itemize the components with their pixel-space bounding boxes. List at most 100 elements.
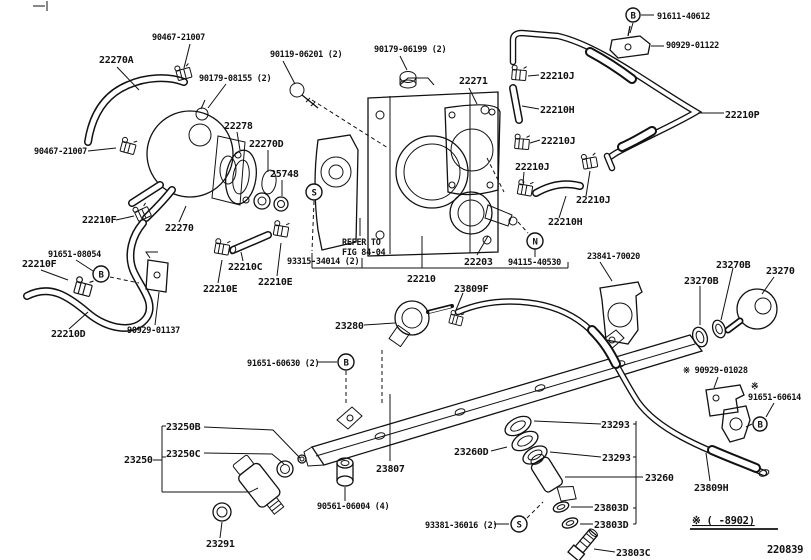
clamp-22210j-1 — [510, 64, 528, 82]
part-label: 23809H — [694, 483, 729, 494]
bracket-90929-01137-drawing — [145, 251, 169, 293]
part-label: 22210J — [515, 162, 549, 173]
clamp-22210j-2 — [513, 133, 531, 151]
part-label: 22210E — [258, 277, 293, 288]
part-label: 22270 — [165, 223, 194, 234]
part-label: 91611-40612 — [657, 12, 710, 22]
callout-s: S — [305, 183, 323, 201]
clamp-22210j-3 — [516, 178, 535, 197]
callout-b: B — [625, 7, 641, 23]
part-label: 22210J — [576, 195, 610, 206]
part-label: 23270 — [766, 266, 795, 277]
part-label: 23803D — [594, 520, 629, 531]
callout-b: B — [752, 416, 768, 432]
part-label: 23280 — [335, 321, 364, 332]
part-label: 22210J — [541, 136, 575, 147]
pipe-22210c-drawing — [229, 231, 272, 255]
part-label: 23291 — [206, 539, 235, 550]
part-label: 23270B — [684, 276, 719, 287]
part-label: 25748 — [270, 169, 299, 180]
part-label: 22210C — [228, 262, 263, 273]
part-label: 23293 — [601, 420, 630, 431]
bracket-23841-drawing — [599, 281, 643, 345]
hose-22270a-drawing — [84, 74, 188, 146]
part-label: 22210D — [51, 329, 86, 340]
damper-23270-drawing — [691, 288, 778, 348]
part-label: 22210P — [725, 110, 760, 121]
part-label: 22203 — [464, 257, 493, 268]
clamp-22210j-4 — [580, 151, 599, 170]
air-valve-drawing — [128, 99, 246, 222]
part-label: 22278 — [224, 121, 253, 132]
callout-b: B — [92, 265, 110, 283]
part-label: 22271 — [459, 76, 488, 87]
clamp-22210e-1 — [213, 237, 232, 256]
part-labels: 90467-21007 22270A 90179-08155 (2) 90119-06… — [22, 12, 803, 559]
part-label: 23250C — [166, 449, 201, 460]
part-label: 93315-34014 (2) — [287, 257, 359, 267]
part-label: 22210F — [82, 215, 117, 226]
part-label: 23260D — [454, 447, 489, 458]
callout-letter: S — [311, 189, 316, 199]
part-label: 91651-60614 — [748, 393, 801, 403]
leader-lines — [40, 14, 778, 553]
clamp-90467-left — [118, 136, 138, 156]
part-label: FIG 84-04 — [342, 248, 386, 258]
insulator-90561-drawing — [336, 457, 354, 487]
pressure-regulator-drawing — [388, 300, 454, 348]
fuel-rail-drawing — [303, 329, 704, 467]
part-label: 90467-21007 — [152, 33, 205, 43]
part-label: 22270D — [249, 139, 284, 150]
part-label: 94115-40530 — [508, 258, 561, 268]
part-label: 22210F — [22, 259, 57, 270]
part-label: 22270A — [99, 55, 134, 66]
hose-22210d-drawing — [23, 219, 154, 332]
callout-letter: B — [757, 421, 763, 431]
callout-letter: N — [532, 238, 537, 248]
hose-23809h-drawing — [454, 298, 770, 477]
callout-b: B — [337, 353, 355, 371]
part-label: REFER TO — [342, 238, 381, 248]
part-label: 22210 — [407, 274, 436, 285]
part-label: 91651-60630 (2) — [247, 359, 319, 369]
part-label: 22210E — [203, 284, 238, 295]
part-label: 90179-06199 (2) — [374, 45, 446, 55]
part-label: 23807 — [376, 464, 405, 475]
corner-mark — [33, 1, 48, 11]
part-label: 23841-70020 — [587, 252, 640, 262]
part-label: 90929-01137 — [127, 326, 180, 336]
cold-start-injector-drawing — [504, 415, 599, 560]
callout-s: S — [510, 515, 528, 533]
injector-23250-drawing — [212, 454, 307, 522]
hose-22210h-drawings — [509, 84, 584, 197]
part-label: 90561-06004 (4) — [317, 502, 389, 512]
part-label: ※ — [751, 382, 758, 392]
throttle-body-drawing — [289, 71, 518, 257]
part-label: 23250B — [166, 422, 201, 433]
bracket-90929-01122-drawing — [609, 25, 651, 59]
callout-letter: B — [630, 12, 636, 22]
part-label: 22210J — [540, 71, 574, 82]
part-label: 90467-21007 — [34, 147, 87, 157]
clamp-22210f-2 — [72, 275, 95, 298]
part-label: ※ 90929-01028 — [683, 366, 748, 376]
bracket-90929-01028-drawing — [705, 384, 751, 443]
part-label: ※ ( -8902) — [692, 515, 755, 527]
part-label: 220839 — [767, 544, 803, 556]
callout-n: N — [526, 232, 544, 250]
part-label: 23803D — [594, 503, 629, 514]
dashed-lines — [109, 99, 544, 519]
part-label: 91651-08054 — [48, 250, 101, 260]
part-label: 90119-06201 (2) — [270, 50, 342, 60]
circled-callouts: B B B B N S S — [92, 7, 768, 533]
callout-letter: B — [98, 271, 104, 281]
part-label: 22210H — [548, 217, 583, 228]
part-label: 23803C — [616, 548, 651, 559]
part-label: 90179-08155 (2) — [199, 74, 271, 84]
part-label: 93381-36016 (2) — [425, 521, 497, 531]
pipe-22210p-drawing — [509, 29, 703, 172]
part-label: 22210H — [540, 105, 575, 116]
part-label: 23250 — [124, 455, 153, 466]
